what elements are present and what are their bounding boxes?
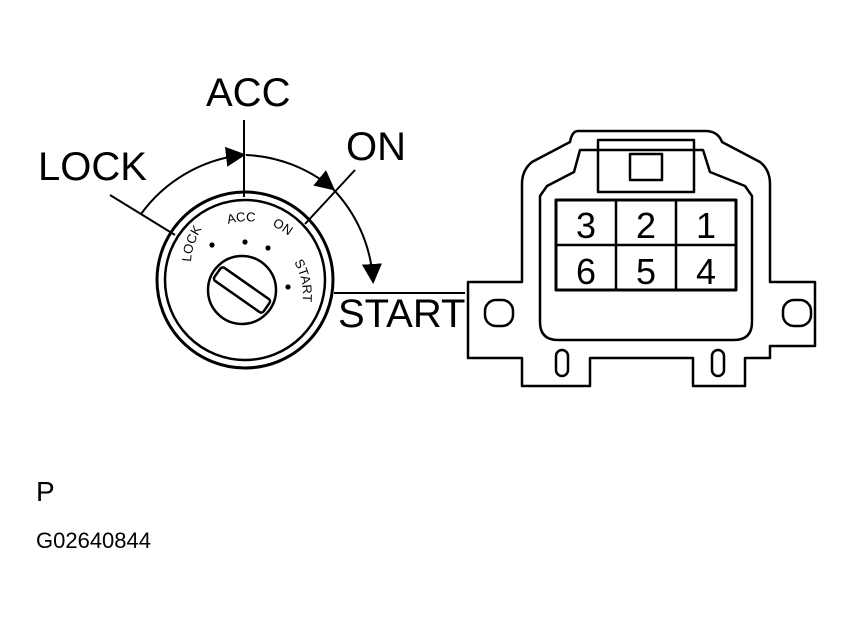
right-foot-slot: [710, 348, 726, 378]
label-on: ON: [346, 125, 406, 169]
latch-window: [628, 152, 664, 182]
key-cylinder: LOCK ACC ON START: [155, 190, 335, 370]
key-barrel: [206, 254, 278, 326]
pin-4: 4: [696, 251, 716, 292]
face-label-on: ON: [271, 215, 296, 238]
pin-3: 3: [576, 205, 596, 246]
label-start: START: [338, 292, 465, 336]
face-label-start: START: [291, 257, 315, 303]
page-letter: P: [36, 476, 55, 507]
connector-inner-wall: [538, 148, 754, 342]
connector-latch: [596, 138, 696, 194]
lock-leader-line: [109, 194, 176, 236]
on-to-start-arrow: [331, 187, 382, 284]
pin-2: 2: [636, 205, 656, 246]
cylinder-inner-ring: [163, 198, 327, 362]
right-flange-hole: [781, 298, 813, 328]
connector-housing: [466, 129, 817, 388]
lock-dot: [209, 242, 215, 248]
label-acc: ACC: [206, 71, 290, 115]
start-dot: [285, 284, 291, 290]
figure-code: G02640844: [36, 528, 151, 553]
lock-to-acc-arrow: [140, 146, 246, 215]
label-lock: LOCK: [38, 145, 147, 189]
pin-5: 5: [636, 251, 656, 292]
pin-1: 1: [696, 205, 716, 246]
acc-to-on-arrow: [245, 154, 336, 191]
on-leader-line: [304, 169, 356, 225]
connector: [466, 129, 817, 388]
position-indicators: [109, 120, 465, 294]
left-foot-slot: [554, 348, 570, 378]
left-flange-hole: [483, 298, 515, 328]
acc-dot: [242, 239, 248, 245]
on-dot: [265, 245, 271, 251]
face-label-acc: ACC: [225, 209, 256, 227]
key-slot: [212, 266, 272, 314]
pin-6: 6: [576, 251, 596, 292]
